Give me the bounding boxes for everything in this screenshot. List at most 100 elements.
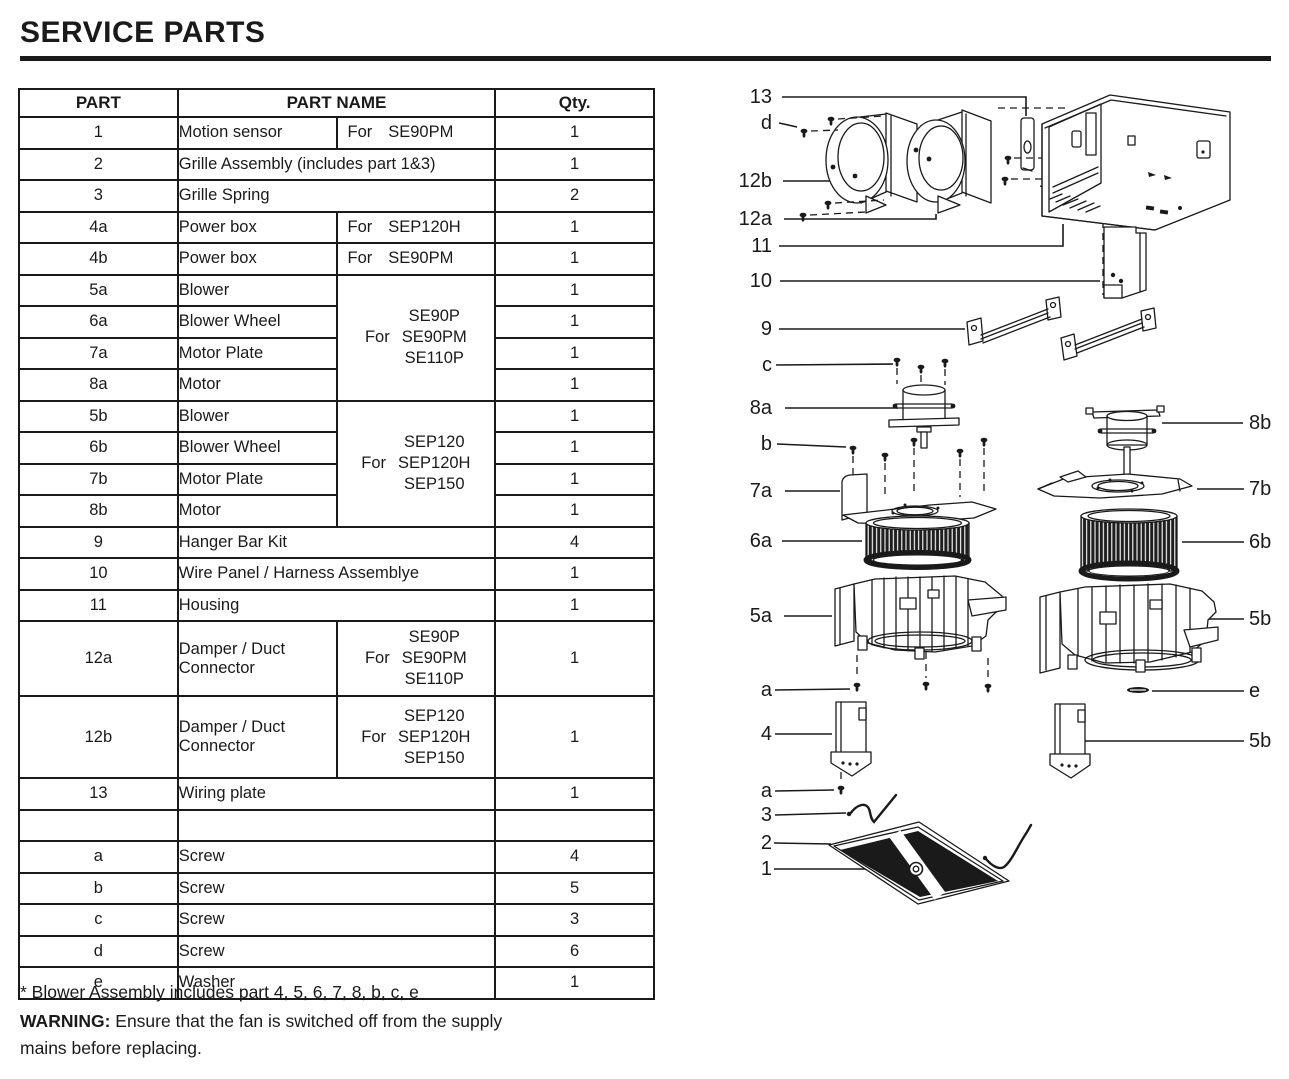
washer-e-drawing <box>1127 687 1149 693</box>
model-list: SEP120 SEP120H SEP150 <box>398 433 471 493</box>
model: SE90PM <box>388 249 454 268</box>
part-name: Screw <box>176 903 497 937</box>
for-label: For <box>347 123 373 142</box>
damper-12a-drawing <box>906 109 992 214</box>
part-id: e <box>18 966 179 1000</box>
callout-b: b <box>761 433 772 455</box>
part-name: Screw <box>176 840 497 874</box>
table-row: 8a Motor 1 <box>18 368 655 402</box>
callout-5b2: 5b <box>1249 730 1271 752</box>
table-row: c Screw 3 <box>18 903 655 937</box>
for-label: For <box>361 454 387 472</box>
warning-line1: Ensure that the fan is switched off from… <box>115 1011 503 1031</box>
warning-line2: mains before replacing. <box>20 1038 202 1058</box>
part-name: Grille Assembly (includes part 1&3) <box>176 147 497 181</box>
table-row: 11 Housing 1 <box>18 588 655 622</box>
part-qty: 1 <box>494 305 655 339</box>
callout-5a: 5a <box>750 605 773 627</box>
part-qty: 1 <box>494 210 655 244</box>
wiring-plate-drawing <box>1020 117 1035 172</box>
table-row-spacer <box>18 808 655 842</box>
table-row: 6a Blower Wheel 1 <box>18 305 655 339</box>
callout-11: 11 <box>751 235 772 257</box>
for-label: For <box>364 649 390 667</box>
part-name: Power box <box>176 242 338 276</box>
part-id: 4a <box>18 210 179 244</box>
part-name: Blower <box>176 273 338 307</box>
callout-e: e <box>1249 680 1260 702</box>
part-name: Damper / Duct Connector <box>176 620 338 697</box>
callout-12a: 12a <box>739 208 773 230</box>
part-qty: 3 <box>494 903 655 937</box>
part-name: Screw <box>176 934 497 968</box>
exploded-view-diagram: 13 d 12b 12a 11 10 9 c 8a b 7a 6a 5a a 4… <box>739 86 1272 905</box>
part-id: 1 <box>18 116 179 150</box>
part-name: Damper / Duct Connector <box>176 695 338 779</box>
part-id: 10 <box>18 557 179 591</box>
motor-plate-7b-drawing <box>1037 470 1193 499</box>
part-qty: 6 <box>494 934 655 968</box>
part-name: Motor <box>176 368 338 402</box>
part-id: 7a <box>18 336 179 370</box>
title-rule <box>20 56 1271 61</box>
motor-8a-drawing <box>888 384 960 449</box>
part-id: 11 <box>18 588 179 622</box>
callout-12b: 12b <box>739 170 772 192</box>
part-id: 3 <box>18 179 179 213</box>
callout-7a: 7a <box>750 480 773 502</box>
damper-12b-drawing <box>825 112 918 214</box>
power-box-right-drawing <box>1049 703 1091 779</box>
table-row: 10 Wire Panel / Harness Assemblye 1 <box>18 557 655 591</box>
grille-spring-3-drawing <box>846 793 898 824</box>
part-id: b <box>18 871 179 905</box>
col-header-qty: Qty. <box>494 88 655 118</box>
part-id: 5a <box>18 273 179 307</box>
callout-a2: a <box>761 780 773 802</box>
part-qty: 1 <box>494 147 655 181</box>
part-id: 12a <box>18 620 179 697</box>
grille-assembly-drawing <box>828 821 1010 905</box>
empty-cell <box>176 808 497 842</box>
part-qty: 2 <box>494 179 655 213</box>
col-header-name: PART NAME <box>176 88 497 118</box>
model: SE90PM <box>388 123 454 142</box>
table-row: 7b Motor Plate 1 <box>18 462 655 496</box>
power-box-4-drawing <box>830 701 872 777</box>
part-qty: 5 <box>494 871 655 905</box>
blower-wheel-6b-drawing <box>1078 508 1180 582</box>
hanger-bars-drawing <box>966 296 1157 361</box>
table-row: b Screw 5 <box>18 871 655 905</box>
callout-labels: 13 d 12b 12a 11 10 9 c 8a b 7a 6a 5a a 4… <box>739 86 1272 880</box>
col-header-part: PART <box>18 88 179 118</box>
callout-6b: 6b <box>1249 531 1271 553</box>
part-qty: 1 <box>494 966 655 1000</box>
part-qty: 1 <box>494 588 655 622</box>
callout-6a: 6a <box>750 530 773 552</box>
part-id: 6b <box>18 431 179 465</box>
table-row: 8b Motor 1 <box>18 494 655 528</box>
part-qty: 1 <box>494 399 655 433</box>
housing-drawing <box>1041 94 1231 231</box>
table-row: a Screw 4 <box>18 840 655 874</box>
part-name: Power box <box>176 210 338 244</box>
part-qty: 1 <box>494 462 655 496</box>
part-qty: 1 <box>494 431 655 465</box>
blower-wheel-6a-drawing <box>863 515 972 570</box>
part-name: Grille Spring <box>176 179 497 213</box>
grille-spring-right-drawing <box>982 823 1033 870</box>
part-qty: 1 <box>494 273 655 307</box>
part-id: 8b <box>18 494 179 528</box>
part-qty: 1 <box>494 494 655 528</box>
part-name: Screw <box>176 871 497 905</box>
part-id: 5b <box>18 399 179 433</box>
part-id: 4b <box>18 242 179 276</box>
part-qty: 1 <box>494 368 655 402</box>
part-name: Wiring plate <box>176 777 497 811</box>
empty-cell <box>18 808 179 842</box>
